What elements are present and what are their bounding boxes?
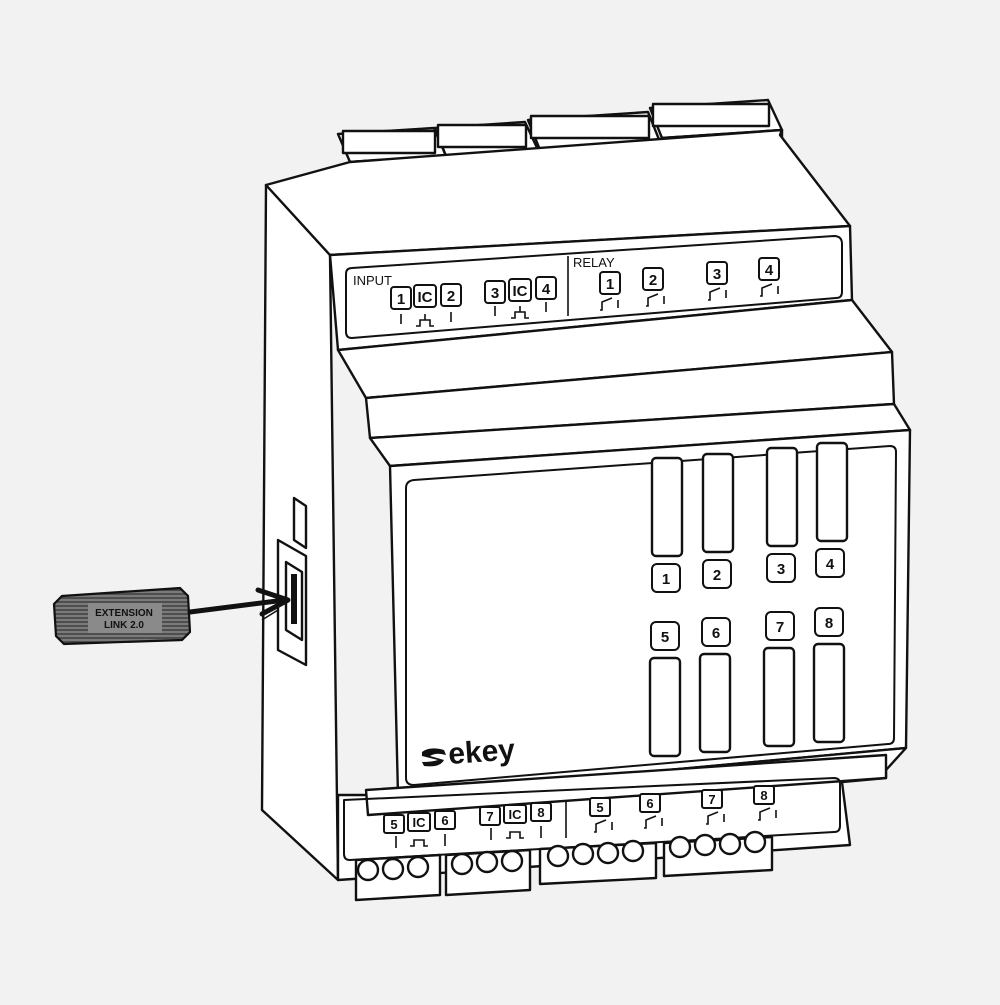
insert-arrow xyxy=(187,587,291,617)
top-relay-2: 2 xyxy=(642,267,664,291)
indicator-6: 6 xyxy=(701,617,731,647)
svg-text:IC: IC xyxy=(413,815,427,830)
bottom-terminal-blocks xyxy=(354,830,774,902)
svg-text:4: 4 xyxy=(542,281,551,298)
bottom-relay-6: 6 xyxy=(639,793,661,813)
svg-text:IC: IC xyxy=(418,289,433,306)
svg-text:7: 7 xyxy=(486,809,493,824)
indicator-5: 5 xyxy=(650,621,680,651)
svg-text:5: 5 xyxy=(390,817,397,832)
svg-text:2: 2 xyxy=(713,567,721,584)
svg-text:IC: IC xyxy=(513,283,528,300)
svg-text:5: 5 xyxy=(661,629,669,646)
top-relay-3: 3 xyxy=(706,261,728,285)
indicator-8: 8 xyxy=(814,607,844,637)
top-input-3: 3 xyxy=(484,280,506,304)
svg-text:1: 1 xyxy=(606,276,614,293)
bottom-input-5: 5 xyxy=(383,814,405,834)
top-label-panel: INPUT RELAY 1 IC 2 3 IC 4 1 2 3 4 xyxy=(345,235,843,339)
extension-label-line2: LINK 2.0 xyxy=(104,620,144,631)
top-relay-1: 1 xyxy=(599,271,621,295)
svg-text:6: 6 xyxy=(441,813,448,828)
input-header: INPUT xyxy=(353,273,392,288)
svg-text:IC: IC xyxy=(509,807,523,822)
indicator-2: 2 xyxy=(702,559,732,589)
svg-text:3: 3 xyxy=(491,285,499,302)
bottom-input-ic-b: IC xyxy=(503,804,527,824)
top-input-ic-b: IC xyxy=(508,278,532,302)
front-indicator-panel: 1 2 3 4 5 6 7 8 ekey xyxy=(422,441,849,771)
svg-text:6: 6 xyxy=(646,796,653,811)
bottom-relay-5: 5 xyxy=(589,797,611,817)
indicator-7: 7 xyxy=(765,611,795,641)
svg-text:4: 4 xyxy=(826,556,835,573)
top-relay-4: 4 xyxy=(758,257,780,281)
extension-label-line1: EXTENSION xyxy=(95,608,153,619)
bottom-input-8: 8 xyxy=(530,802,552,822)
top-input-ic-a: IC xyxy=(413,284,437,308)
indicator-4: 4 xyxy=(815,548,845,578)
top-input-1: 1 xyxy=(390,286,412,310)
svg-text:7: 7 xyxy=(776,619,784,636)
bottom-input-7: 7 xyxy=(479,806,501,826)
indicator-1: 1 xyxy=(651,563,681,593)
extension-link-module: EXTENSION LINK 2.0 xyxy=(52,586,192,646)
indicator-3: 3 xyxy=(766,553,796,583)
svg-text:6: 6 xyxy=(712,625,720,642)
bottom-relay-8: 8 xyxy=(753,785,775,805)
svg-text:8: 8 xyxy=(825,615,833,632)
relay-header: RELAY xyxy=(573,255,615,270)
svg-text:3: 3 xyxy=(713,266,721,283)
bottom-label-panel: 5 IC 6 7 IC 8 5 6 7 8 xyxy=(343,777,841,861)
top-input-2: 2 xyxy=(440,283,462,307)
svg-text:1: 1 xyxy=(397,291,405,308)
svg-text:4: 4 xyxy=(765,262,774,279)
svg-text:2: 2 xyxy=(649,272,657,289)
svg-text:1: 1 xyxy=(662,571,670,588)
side-port xyxy=(261,496,308,667)
top-input-4: 4 xyxy=(535,276,557,300)
svg-text:5: 5 xyxy=(596,800,603,815)
svg-text:8: 8 xyxy=(537,805,544,820)
svg-text:2: 2 xyxy=(447,288,455,305)
ekey-logo: ekey xyxy=(422,733,516,771)
svg-text:8: 8 xyxy=(760,788,767,803)
bottom-input-ic-a: IC xyxy=(407,812,431,832)
svg-text:7: 7 xyxy=(708,792,715,807)
housing xyxy=(260,128,912,882)
svg-text:3: 3 xyxy=(777,561,785,578)
bottom-relay-7: 7 xyxy=(701,789,723,809)
bottom-input-6: 6 xyxy=(434,810,456,830)
svg-text:ekey: ekey xyxy=(447,733,516,771)
